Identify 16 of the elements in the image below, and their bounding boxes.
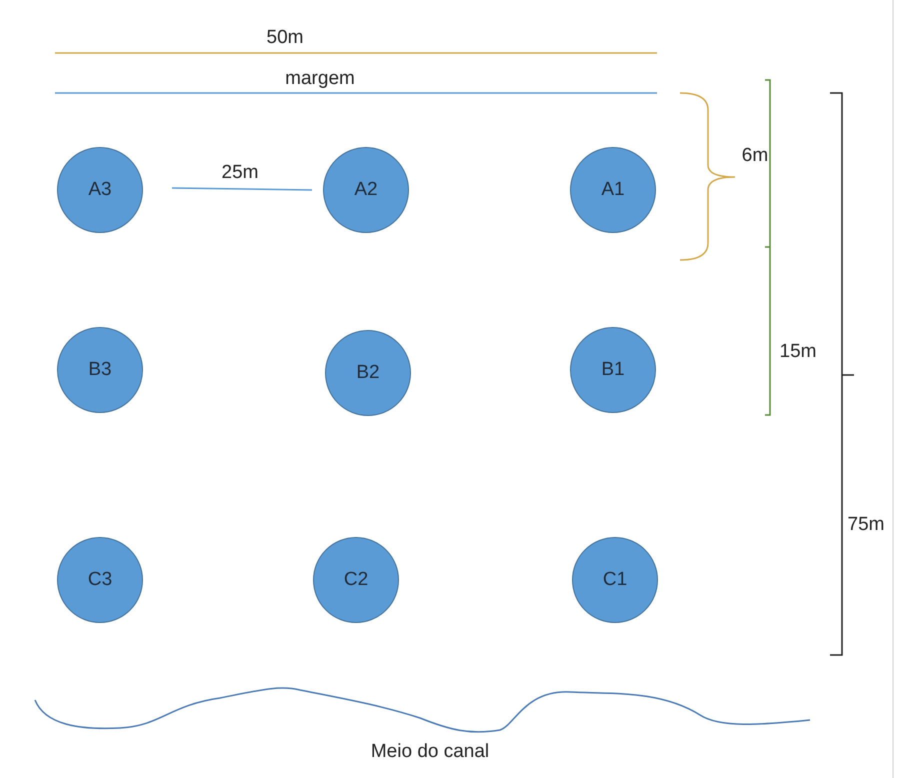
point-label: C2 bbox=[344, 569, 368, 591]
dimension-label: 50m bbox=[266, 27, 304, 49]
dimension-label: 6m bbox=[742, 145, 768, 167]
point-label: A3 bbox=[88, 179, 112, 201]
dimension-label: 75m bbox=[848, 514, 884, 536]
point-label: B3 bbox=[88, 359, 112, 381]
point-label: A2 bbox=[354, 179, 378, 201]
point-label: C3 bbox=[88, 569, 112, 591]
dimension-label: 25m bbox=[222, 162, 258, 184]
point-label: C1 bbox=[602, 569, 628, 591]
dimension-label: 15m bbox=[780, 341, 816, 363]
canal-label: Meio do canal bbox=[370, 741, 490, 763]
shore-label: margem bbox=[285, 68, 355, 90]
point-label: B1 bbox=[601, 359, 625, 381]
point-label: B2 bbox=[356, 362, 380, 384]
point-label: A1 bbox=[601, 179, 625, 201]
